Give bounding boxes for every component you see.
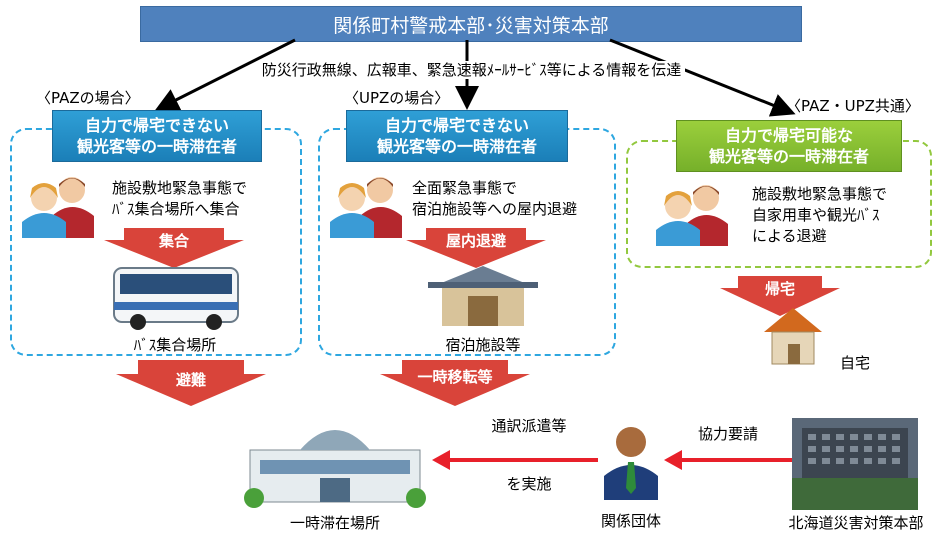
gather-arrow-label: 集合: [158, 232, 189, 250]
inn-icon: [428, 266, 538, 326]
people-icon: [330, 177, 402, 238]
evacuate-arrow: [116, 360, 266, 406]
upz-desc-line2: 宿泊施設等への屋内退避: [412, 200, 578, 218]
paz-title-box: 自力で帰宅できない 観光客等の一時滞在者: [52, 110, 262, 162]
facility-icon: [244, 430, 426, 508]
bus-icon: [113, 267, 239, 330]
case-label-paz: 〈PAZの場合〉: [36, 89, 140, 107]
home-icon: [764, 308, 822, 365]
dispatch-text-2: を実施: [506, 475, 552, 493]
gather-arrow: [104, 228, 244, 268]
upz-title-line2: 観光客等の一時滞在者: [376, 137, 537, 156]
people-icon: [656, 185, 728, 246]
org-caption: 関係団体: [600, 512, 661, 530]
arrow-to-paz: [154, 38, 296, 111]
header-title: 関係町村警戒本部･災害対策本部: [333, 14, 609, 37]
header-bar: 関係町村警戒本部･災害対策本部: [140, 6, 802, 42]
bus-stop-caption: ﾊﾞｽ集合場所: [133, 336, 217, 354]
paz-title-line2: 観光客等の一時滞在者: [76, 137, 237, 156]
case-label-upz: 〈UPZの場合〉: [344, 89, 450, 107]
common-desc: 施設敷地緊急事態で 自家用車や観光ﾊﾞｽ による退避: [752, 184, 887, 247]
paz-desc: 施設敷地緊急事態で ﾊﾞｽ集合場所へ集合: [112, 178, 247, 220]
broadcast-text: 防災行政無線、広報車、緊急速報ﾒｰﾙｻｰﾋﾞｽ等による情報を伝達: [257, 61, 686, 79]
broadcast-text-wrap: 防災行政無線、広報車、緊急速報ﾒｰﾙｻｰﾋﾞｽ等による情報を伝達: [0, 60, 943, 81]
common-title-box: 自力で帰宅可能な 観光客等の一時滞在者: [676, 120, 902, 172]
relocate-arrow-label: 一時移転等: [417, 368, 493, 386]
shelter-arrow-label: 屋内退避: [445, 232, 506, 250]
hokkaido-hq-caption: 北海道災害対策本部: [788, 514, 924, 532]
common-title-line1: 自力で帰宅可能な: [724, 126, 853, 145]
upz-desc-line1: 全面緊急事態で: [412, 179, 518, 197]
return-home-arrow: [720, 276, 840, 316]
common-desc-line3: による退避: [752, 227, 827, 245]
common-title-line2: 観光客等の一時滞在者: [708, 147, 869, 166]
request-arrow: [664, 450, 792, 470]
upz-desc: 全面緊急事態で 宿泊施設等への屋内退避: [412, 178, 577, 220]
people-icon: [22, 177, 94, 238]
relocate-arrow: [380, 360, 530, 406]
inn-caption: 宿泊施設等: [445, 336, 521, 354]
upz-title-line1: 自力で帰宅できない: [384, 116, 529, 135]
common-desc-line1: 施設敷地緊急事態で: [752, 185, 888, 203]
return-home-arrow-label: 帰宅: [764, 280, 795, 298]
home-caption: 自宅: [840, 354, 871, 372]
common-desc-line2: 自家用車や観光ﾊﾞｽ: [752, 206, 880, 224]
shelter-arrow: [406, 228, 546, 268]
organization-person-icon: [604, 427, 658, 500]
paz-desc-line1: 施設敷地緊急事態で: [112, 179, 248, 197]
hokkaido-hq-photo: [792, 418, 918, 510]
arrow-to-common: [609, 38, 796, 117]
paz-desc-line2: ﾊﾞｽ集合場所へ集合: [112, 200, 240, 218]
evacuate-arrow-label: 避難: [175, 371, 206, 389]
request-text: 協力要請: [698, 425, 759, 443]
paz-title-line1: 自力で帰宅できない: [84, 116, 229, 135]
dispatch-text-1: 通訳派遣等: [491, 417, 567, 435]
case-label-common: 〈PAZ・UPZ共通〉: [786, 97, 920, 115]
upz-title-box: 自力で帰宅できない 観光客等の一時滞在者: [346, 110, 568, 162]
temp-stay-caption: 一時滞在場所: [289, 514, 380, 532]
dispatch-arrow: [432, 450, 598, 470]
